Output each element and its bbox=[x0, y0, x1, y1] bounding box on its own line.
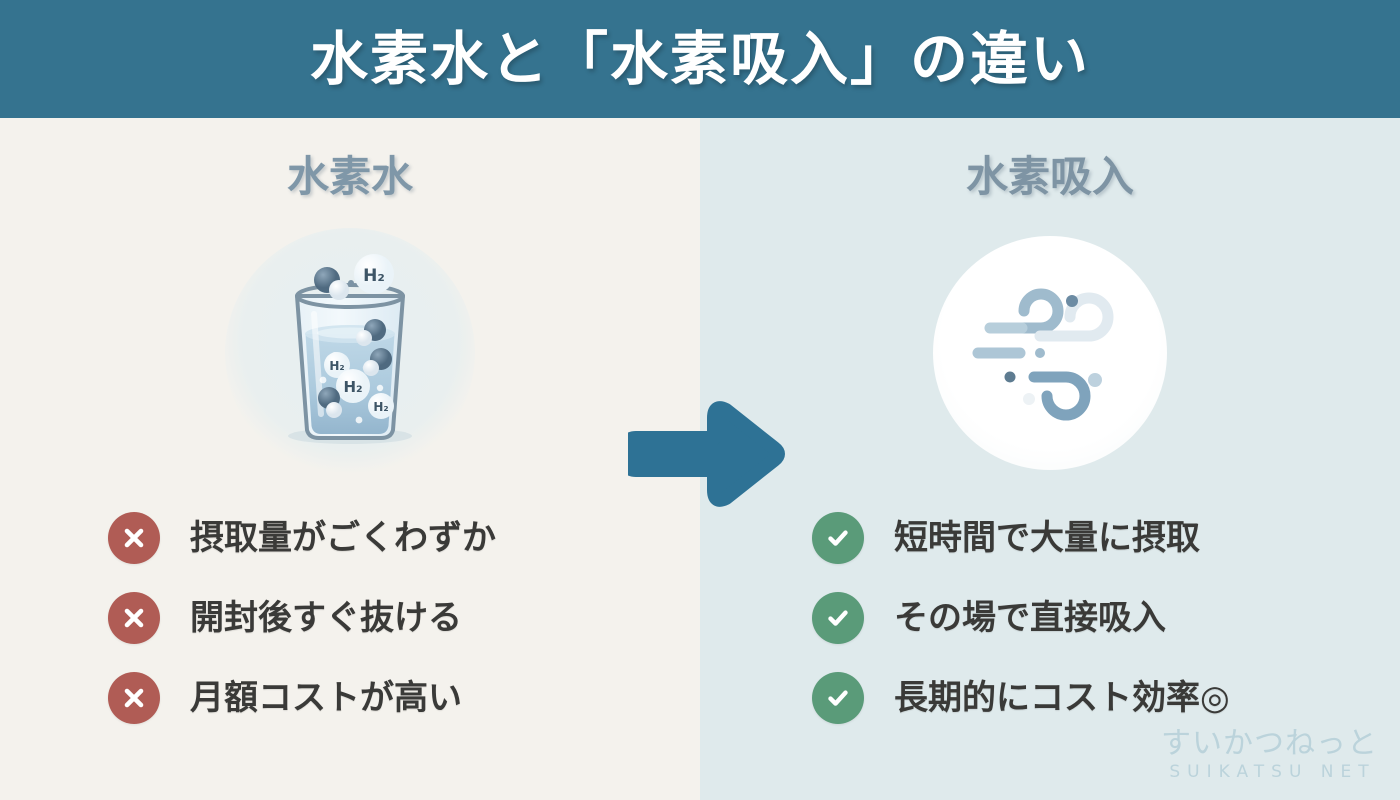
glass-of-hydrogen-water-icon: H₂ H₂ H₂ H₂ bbox=[288, 254, 412, 444]
list-item: 摂取量がごくわずか bbox=[108, 498, 700, 578]
panel-hydrogen-water: 水素水 bbox=[0, 118, 700, 800]
check-icon bbox=[812, 512, 864, 564]
illustration-backdrop-circle bbox=[933, 236, 1167, 470]
svg-text:H₂: H₂ bbox=[329, 359, 344, 373]
svg-text:H₂: H₂ bbox=[343, 378, 362, 396]
arrow-right-icon bbox=[619, 398, 786, 510]
list-item-label: その場で直接吸入 bbox=[894, 598, 1166, 638]
watermark-logo: すいかつねっと SUIKATSU NET bbox=[1161, 727, 1378, 782]
check-icon bbox=[812, 672, 864, 724]
cross-icon bbox=[108, 592, 160, 644]
glass-of-hydrogen-water-illustration: H₂ H₂ H₂ H₂ bbox=[225, 228, 475, 478]
svg-text:H₂: H₂ bbox=[373, 400, 388, 414]
list-item-label: 短時間で大量に摂取 bbox=[894, 518, 1200, 558]
wind-icon bbox=[972, 288, 1114, 421]
left-bullet-list: 摂取量がごくわずか 開封後すぐ抜ける bbox=[0, 498, 700, 738]
list-item-label: 長期的にコスト効率◎ bbox=[894, 678, 1230, 718]
check-icon bbox=[812, 592, 864, 644]
list-item: その場で直接吸入 bbox=[812, 578, 1400, 658]
page-title: 水素水と「水素吸入」の違い bbox=[309, 25, 1090, 93]
list-item-label: 開封後すぐ抜ける bbox=[190, 598, 462, 638]
right-panel-heading: 水素吸入 bbox=[965, 152, 1134, 201]
panel-hydrogen-inhalation: 水素吸入 bbox=[700, 118, 1400, 800]
cross-icon bbox=[108, 512, 160, 564]
svg-text:H₂: H₂ bbox=[363, 266, 385, 286]
list-item: 短時間で大量に摂取 bbox=[812, 498, 1400, 578]
comparison-panels: 水素水 bbox=[0, 118, 1400, 800]
watermark-main-text: すいかつねっと bbox=[1161, 726, 1378, 761]
right-bullet-list: 短時間で大量に摂取 その場で直接吸入 bbox=[700, 498, 1400, 738]
watermark-sub-text: SUIKATSU NET bbox=[1169, 762, 1376, 782]
header-banner: 水素水と「水素吸入」の違い bbox=[0, 0, 1400, 118]
list-item: 月額コストが高い bbox=[108, 658, 700, 738]
cross-icon bbox=[108, 672, 160, 724]
list-item-label: 月額コストが高い bbox=[190, 678, 462, 718]
left-panel-heading: 水素水 bbox=[286, 152, 413, 201]
list-item: 長期的にコスト効率◎ bbox=[812, 658, 1400, 738]
list-item-label: 摂取量がごくわずか bbox=[190, 518, 496, 558]
wind-inhalation-illustration bbox=[925, 228, 1175, 478]
list-item: 開封後すぐ抜ける bbox=[108, 578, 700, 658]
